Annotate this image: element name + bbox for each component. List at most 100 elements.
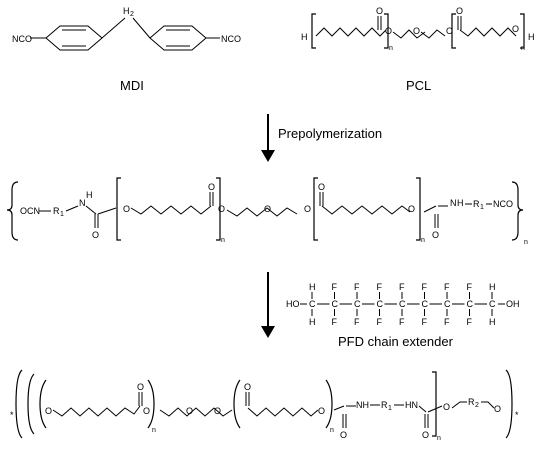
pfd-hydrogen: H bbox=[489, 282, 496, 292]
prepolymer-ocn-left: OCN bbox=[20, 206, 40, 216]
final-n3: n bbox=[437, 435, 441, 442]
pfd-carbon: C bbox=[332, 299, 339, 309]
final-carbonyl-o3: O bbox=[340, 430, 347, 440]
pfd-fluorine: F bbox=[399, 317, 405, 327]
final-ether-o1: O bbox=[186, 406, 193, 416]
final-o4: O bbox=[443, 402, 450, 412]
pfd-fluorine: F bbox=[332, 317, 338, 327]
pcl-structure: H O n O O O O O n H PCL bbox=[301, 6, 535, 93]
mdi-right-nco: NCO bbox=[221, 34, 241, 44]
final-ether-o2: O bbox=[214, 406, 221, 416]
pfd-fluorine: F bbox=[377, 282, 383, 292]
pcl-label: PCL bbox=[406, 78, 431, 93]
prepolymer-n-left: N bbox=[79, 198, 86, 208]
pcl-h-right: H bbox=[528, 32, 535, 42]
prepolymer-nh-right: H bbox=[457, 198, 464, 208]
final-o2: O bbox=[143, 406, 150, 416]
pfd-fluorine: F bbox=[354, 317, 360, 327]
prepolymer-carbonyl-o1: O bbox=[208, 182, 215, 192]
prepolymer-carbonyl-o-right: O bbox=[432, 230, 439, 240]
pcl-ester-o1: O bbox=[385, 26, 392, 36]
final-star-right: * bbox=[515, 410, 519, 420]
mdi-left-nco: NCO bbox=[12, 34, 32, 44]
pfd-carbon: C bbox=[422, 299, 429, 309]
final-n1: n bbox=[152, 427, 156, 434]
pfd-fluorine: F bbox=[467, 282, 473, 292]
prepolymer-r1-left-sub: 1 bbox=[60, 211, 64, 218]
pcl-n-left: n bbox=[389, 45, 393, 52]
prepolymer-nh-left: H bbox=[86, 190, 93, 200]
pfd-carbon: C bbox=[399, 299, 406, 309]
pfd-label: PFD chain extender bbox=[338, 334, 454, 349]
final-nh: NH bbox=[356, 400, 369, 410]
prepolymer-carbonyl-o2: O bbox=[318, 182, 325, 192]
mdi-structure: NCO H 2 NCO MDI bbox=[12, 6, 241, 93]
final-o1: O bbox=[45, 406, 52, 416]
pcl-ether-o: O bbox=[413, 26, 420, 36]
final-o3: O bbox=[318, 406, 325, 416]
pcl-h-left: H bbox=[301, 32, 308, 42]
pcl-carbonyl-o: O bbox=[376, 6, 383, 16]
pfd-oh: OH bbox=[506, 299, 520, 309]
prepolymer-carbonyl-o-left: O bbox=[92, 230, 99, 240]
final-carbonyl-o4: O bbox=[422, 430, 429, 440]
pfd-carbon: C bbox=[489, 299, 496, 309]
prepolymer-o2: O bbox=[218, 204, 225, 214]
pfd-hydrogen: H bbox=[489, 317, 496, 327]
pfd-fluorine: F bbox=[332, 282, 338, 292]
prepolymer-r1-left: R bbox=[53, 206, 60, 216]
pfd-hydrogen: H bbox=[309, 282, 316, 292]
prepolymer-o4: O bbox=[408, 204, 415, 214]
pcl-n-right: n bbox=[521, 45, 525, 52]
prepolymer-n1: n bbox=[221, 237, 225, 244]
prepolymerization-arrow: Prepolymerization bbox=[261, 114, 382, 162]
prepolymer-ether-o: O bbox=[264, 204, 271, 214]
final-carbonyl-o2: O bbox=[244, 382, 251, 392]
mdi-bridge-h: H bbox=[123, 6, 130, 16]
mdi-label: MDI bbox=[120, 78, 144, 93]
final-o5: O bbox=[494, 404, 501, 414]
prepolymer-structure: OCN R 1 N H O O O n O O O O O n O bbox=[6, 177, 528, 246]
prepolymer-o3: O bbox=[304, 204, 311, 214]
final-hn: HN bbox=[405, 400, 418, 410]
pfd-fluorine: F bbox=[399, 282, 405, 292]
prepolymer-r1-right-sub: 1 bbox=[480, 204, 484, 211]
prepolymer-n2: n bbox=[421, 237, 425, 244]
final-carbonyl-o1: O bbox=[137, 382, 144, 392]
final-r2-sub: 2 bbox=[475, 402, 479, 409]
pfd-carbon: C bbox=[444, 299, 451, 309]
pcl-ester-o2: O bbox=[446, 26, 453, 36]
pfd-fluorine: F bbox=[377, 317, 383, 327]
final-r1-sub: 1 bbox=[388, 405, 392, 412]
chain-extension-arrow bbox=[261, 272, 275, 338]
pfd-carbon: C bbox=[354, 299, 361, 309]
prepolymer-n-outer: n bbox=[524, 239, 528, 246]
final-r1: R bbox=[381, 400, 388, 410]
pfd-carbon: C bbox=[377, 299, 384, 309]
pcl-carbonyl-o2: O bbox=[456, 6, 463, 16]
pfd-fluorine: F bbox=[444, 317, 450, 327]
pfd-fluorine: F bbox=[422, 317, 428, 327]
pfd-fluorine: F bbox=[422, 282, 428, 292]
final-r2: R bbox=[468, 397, 475, 407]
prepolymer-nco-right: NCO bbox=[493, 199, 513, 209]
prepolymer-o1: O bbox=[123, 204, 130, 214]
mdi-bridge-sub: 2 bbox=[130, 11, 134, 18]
final-star-left: * bbox=[10, 410, 14, 420]
pfd-carbon: C bbox=[467, 299, 474, 309]
pfd-ho: HO bbox=[286, 299, 300, 309]
pcl-terminal-o: O bbox=[512, 24, 519, 34]
pfd-fluorine: F bbox=[467, 317, 473, 327]
final-n2: n bbox=[330, 427, 334, 434]
pfd-carbon: C bbox=[309, 299, 316, 309]
pfd-fluorine: F bbox=[444, 282, 450, 292]
pfd-hydrogen: H bbox=[309, 317, 316, 327]
prepolymer-r1-right: R bbox=[473, 199, 480, 209]
final-polymer-structure: * O O O n O O O O n O NH R 1 HN bbox=[10, 369, 519, 442]
prepolymer-n-right: N bbox=[450, 198, 457, 208]
prepolymerization-label: Prepolymerization bbox=[278, 126, 382, 141]
pfd-fluorine: F bbox=[354, 282, 360, 292]
